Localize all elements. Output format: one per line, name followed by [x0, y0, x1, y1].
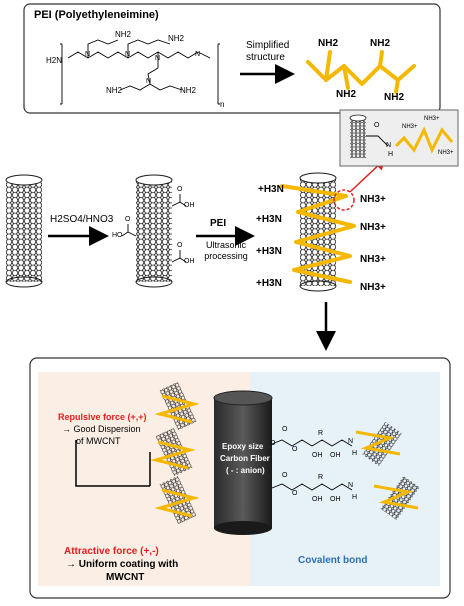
acid-reagent: H2SO4/HNO3	[50, 214, 114, 225]
structure-atom-3: NH2	[168, 34, 185, 43]
inset-nh3-3: NH3+	[438, 150, 454, 156]
coated-cnts	[150, 381, 200, 525]
ultrasonic-condition: Ultrasonic processing	[204, 240, 248, 261]
chem-oh-3: OH	[312, 496, 323, 503]
top-panel-frame	[23, 3, 441, 114]
covalent-cnts	[355, 421, 420, 521]
structure-atom-6: N	[85, 51, 91, 58]
inset-h: H	[388, 151, 394, 158]
structure-atom-4: NH2	[106, 86, 123, 95]
cooh-label-6: O	[177, 242, 183, 249]
cooh-label-4: O	[177, 186, 183, 193]
inset-panel	[339, 109, 459, 167]
fiber-line3: ( - : anion)	[226, 466, 265, 475]
pei-wrap	[280, 184, 356, 284]
attractive-title: Attractive force (+,-)	[64, 546, 159, 557]
cooh-label-1: OH	[184, 202, 195, 209]
repulsive-line1: → Good Dispersion	[62, 424, 141, 434]
cooh-label-2: HO	[112, 232, 123, 239]
chem-r-2: R	[318, 474, 324, 481]
chem-oh-1: OH	[312, 452, 323, 459]
pei-reagent: PEI	[210, 218, 227, 229]
simplified-pei	[306, 50, 416, 94]
inset-nh3-1: NH3+	[402, 124, 418, 130]
structure-atom-8: N	[155, 55, 161, 62]
chem-h-2: H	[352, 494, 358, 501]
chem-n-2: N	[348, 482, 354, 489]
chem-oh-2: OH	[330, 452, 341, 459]
bracket	[75, 440, 150, 487]
cooh-label-5: O	[125, 216, 131, 223]
inset-o: O	[374, 122, 380, 129]
structure-subscript-n: n	[220, 100, 225, 109]
chem-r-1: R	[318, 430, 324, 437]
fiber-line2: Carbon Fiber	[220, 454, 270, 463]
structure-atom-7: N	[125, 51, 131, 58]
pei-structure	[60, 39, 220, 105]
pei-title: PEI (Polyethyleneimine)	[34, 9, 159, 21]
highlight-circle	[333, 189, 355, 211]
cnt-oxidized	[135, 174, 173, 288]
right-amine-4: NH3+	[360, 282, 386, 293]
covalent-region	[250, 372, 440, 586]
cnt-pristine	[5, 174, 43, 288]
inset-n: N	[386, 142, 392, 149]
right-amine-2: NH3+	[360, 222, 386, 233]
simplified-nh2-2: NH2	[370, 38, 391, 49]
right-amine-1: NH3+	[360, 194, 386, 205]
left-amine-4: +H3N	[256, 278, 282, 289]
repulsive-line2: of MWCNT	[76, 436, 121, 446]
structure-atom-1: H2N	[46, 56, 63, 65]
chem-oh-4: OH	[330, 496, 341, 503]
cooh-bonds	[121, 194, 187, 263]
attractive-line2: MWCNT	[106, 572, 145, 583]
cooh-label-3: OH	[184, 258, 195, 265]
chem-o-5: O	[292, 490, 298, 497]
chem-o-1: O	[282, 426, 288, 433]
simplified-nh2-1: NH2	[318, 38, 339, 49]
ester-chains	[271, 439, 353, 491]
left-amine-3: +H3N	[256, 246, 282, 257]
chem-o-3: O	[292, 446, 298, 453]
carbon-fiber	[213, 390, 273, 535]
simplified-nh2-4: NH2	[384, 92, 405, 103]
covalent-label: Covalent bond	[298, 555, 368, 566]
structure-atom-10: N	[146, 78, 152, 85]
right-amine-3: NH3+	[360, 254, 386, 265]
simplified-nh2-3: NH2	[336, 89, 357, 100]
chem-n-1: N	[348, 438, 354, 445]
left-amine-2: +H3N	[256, 214, 282, 225]
simplified-label: Simplified structure	[246, 40, 290, 63]
structure-atom-9: N	[195, 51, 201, 58]
fiber-line1: Epoxy size	[222, 442, 264, 451]
inset-nh3-2: NH3+	[424, 116, 440, 122]
structure-atom-2: NH2	[115, 30, 132, 39]
repulsive-title: Repulsive force (+,+)	[58, 412, 147, 422]
left-amine-1: +H3N	[258, 184, 284, 195]
chem-o-4: O	[282, 472, 288, 479]
chem-o-2: O	[270, 440, 276, 447]
structure-atom-5: NH2	[180, 86, 197, 95]
chem-h-1: H	[352, 450, 358, 457]
attractive-line1: → Uniform coating with	[66, 559, 179, 570]
